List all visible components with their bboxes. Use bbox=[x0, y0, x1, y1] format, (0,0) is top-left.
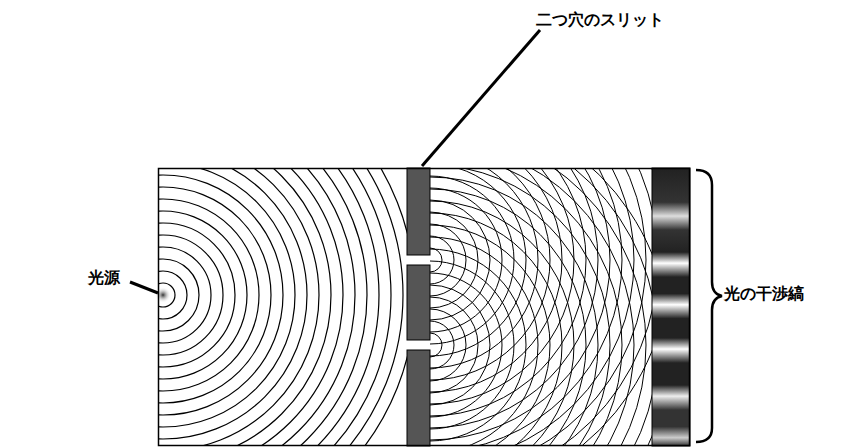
wavefront bbox=[430, 248, 442, 272]
wavefront bbox=[430, 200, 490, 320]
bracket bbox=[696, 170, 722, 442]
wavefront bbox=[430, 213, 562, 446]
slit-wavefronts bbox=[430, 169, 652, 446]
leader-line bbox=[422, 30, 540, 166]
wavefront bbox=[159, 283, 175, 307]
light-source bbox=[155, 287, 171, 303]
wavefront bbox=[159, 169, 307, 439]
wavefront bbox=[159, 169, 319, 446]
wavefront bbox=[430, 169, 634, 446]
wavefront bbox=[159, 271, 187, 319]
slit-wall bbox=[407, 168, 430, 446]
slit-label: 二つ穴のスリット bbox=[536, 10, 664, 29]
wavefront bbox=[430, 169, 622, 446]
wavefront bbox=[430, 249, 526, 441]
leader-line bbox=[130, 282, 158, 293]
wavefront bbox=[159, 169, 407, 446]
wavefront bbox=[159, 223, 235, 367]
fringe-screen bbox=[652, 168, 690, 446]
wavefront bbox=[430, 169, 574, 404]
wavefront bbox=[430, 201, 574, 446]
wavefront bbox=[430, 297, 478, 393]
wavefront bbox=[159, 235, 223, 355]
wavefront bbox=[430, 169, 652, 446]
wavefront bbox=[430, 236, 454, 284]
wavefront bbox=[430, 189, 586, 446]
wavefront bbox=[159, 169, 379, 446]
wavefront bbox=[159, 169, 343, 446]
wavefront bbox=[430, 333, 442, 357]
wavefront bbox=[159, 199, 259, 391]
wavefront bbox=[159, 169, 403, 446]
wavefront bbox=[159, 169, 295, 427]
wavefront bbox=[159, 169, 355, 446]
wavefront bbox=[430, 273, 502, 417]
wavefront bbox=[430, 261, 514, 429]
wavefront bbox=[430, 285, 490, 405]
frame bbox=[159, 169, 690, 446]
wavefront bbox=[159, 259, 199, 331]
wavefront bbox=[430, 169, 622, 446]
fringe-label: 光の干渉縞 bbox=[724, 284, 804, 303]
wavefront bbox=[430, 321, 454, 369]
wavefront bbox=[159, 247, 211, 343]
wavefront bbox=[159, 187, 271, 403]
source-wavefronts bbox=[159, 169, 407, 446]
wavefront bbox=[430, 169, 634, 446]
wavefront bbox=[430, 169, 652, 446]
wavefront bbox=[430, 309, 466, 381]
wavefront bbox=[159, 169, 367, 446]
wavefront bbox=[430, 212, 478, 308]
wavefront bbox=[159, 211, 247, 379]
wavefront bbox=[159, 169, 391, 446]
wavefront bbox=[430, 225, 550, 446]
source-label: 光源 bbox=[88, 268, 120, 287]
